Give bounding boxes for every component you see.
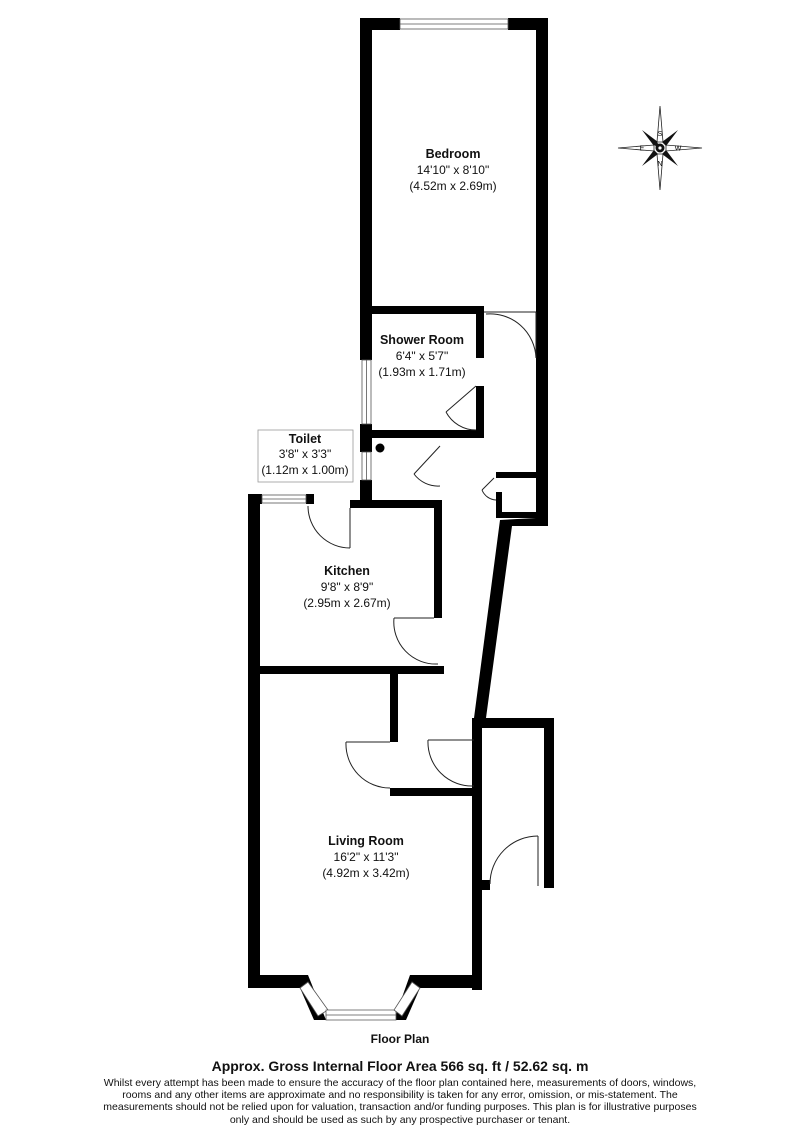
- floor-area: Approx. Gross Internal Floor Area 566 sq…: [211, 1058, 589, 1074]
- fixture-dot: [375, 443, 385, 453]
- shower-right-wall-upper: [476, 306, 484, 358]
- doors: [307, 311, 539, 886]
- kitchen-left-wall: [248, 494, 260, 980]
- windows: [261, 18, 509, 1021]
- kitchen-top-wall-left: [248, 494, 262, 504]
- cupboard-door-swing: [481, 489, 497, 501]
- toilet-imperial: 3'8" x 3'3": [279, 447, 331, 461]
- kitchen-bottom-wall: [248, 666, 444, 674]
- kitchen-hall-door-swing: [393, 617, 439, 665]
- living-hall-wall: [474, 730, 482, 740]
- kitchen-imperial: 9'8" x 8'9": [321, 580, 373, 594]
- bedroom-right-wall: [536, 18, 548, 526]
- shower-right-wall-lower: [476, 386, 484, 438]
- compass-rose: S N E W: [617, 105, 703, 191]
- living-inner-wall-vertical: [390, 672, 398, 742]
- shower-room-name: Shower Room: [380, 333, 464, 347]
- toilet-name: Toilet: [289, 432, 322, 446]
- living-door-swing: [345, 741, 391, 789]
- kitchen-top-wall-mid: [350, 500, 442, 508]
- entrance-door-swing: [489, 835, 539, 885]
- room-labels: Bedroom 14'10" x 8'10" (4.52m x 2.69m) S…: [261, 147, 496, 880]
- compass-n: N: [657, 161, 662, 168]
- walls: [248, 18, 554, 1020]
- floor-plan-title: Floor Plan: [370, 1032, 430, 1046]
- bedroom-metric: (4.52m x 2.69m): [409, 179, 496, 193]
- living-right-wall: [472, 718, 482, 990]
- toilet-label-box: [257, 429, 354, 483]
- cupboard-wall-top: [496, 472, 546, 478]
- disclaimer: Whilst every attempt has been made to en…: [103, 1077, 697, 1126]
- toilet-door-swing: [413, 473, 441, 487]
- bedroom-left-wall: [360, 18, 372, 312]
- hall-step-wall: [474, 718, 554, 728]
- toilet-metric: (1.12m x 1.00m): [261, 463, 348, 477]
- kitchen-metric: (2.95m x 2.67m): [303, 596, 390, 610]
- living-right-wall-bump: [472, 880, 490, 890]
- shower-top-wall: [360, 306, 484, 314]
- hall-door-swing: [427, 739, 475, 787]
- shower-bottom-wall: [360, 430, 484, 438]
- shower-left-wall-lower: [360, 424, 372, 452]
- living-top-right-wall: [390, 788, 474, 796]
- kitchen-top-door-swing: [307, 505, 351, 549]
- shower-room-imperial: 6'4" x 5'7": [396, 349, 448, 363]
- floor-plan-drawing: Bedroom 14'10" x 8'10" (4.52m x 2.69m) S…: [248, 18, 703, 1021]
- bedroom-imperial: 14'10" x 8'10": [417, 163, 490, 177]
- hall-right-wall: [474, 518, 548, 718]
- kitchen-right-wall: [434, 500, 442, 618]
- bedroom-top-wall-left: [360, 18, 400, 30]
- living-room-metric: (4.92m x 3.42m): [322, 866, 409, 880]
- hall-right-outer-wall: [544, 718, 554, 888]
- bedroom-door-swing: [485, 313, 537, 359]
- compass-s: S: [658, 131, 663, 138]
- cupboard-wall-bottom: [496, 512, 546, 518]
- compass-w: W: [675, 146, 682, 153]
- shower-room-metric: (1.93m x 1.71m): [378, 365, 465, 379]
- shower-left-wall-upper: [360, 306, 372, 360]
- kitchen-top-wall-right: [306, 494, 314, 504]
- bay-window-right: [393, 981, 421, 1017]
- cupboard-wall-left: [496, 492, 502, 514]
- kitchen-name: Kitchen: [324, 564, 370, 578]
- compass-e: E: [640, 146, 645, 153]
- shower-door-swing: [445, 411, 477, 431]
- living-room-imperial: 16'2" x 11'3": [334, 850, 399, 864]
- living-room-name: Living Room: [328, 834, 404, 848]
- toilet-right-wall: [360, 480, 372, 506]
- bedroom-name: Bedroom: [426, 147, 481, 161]
